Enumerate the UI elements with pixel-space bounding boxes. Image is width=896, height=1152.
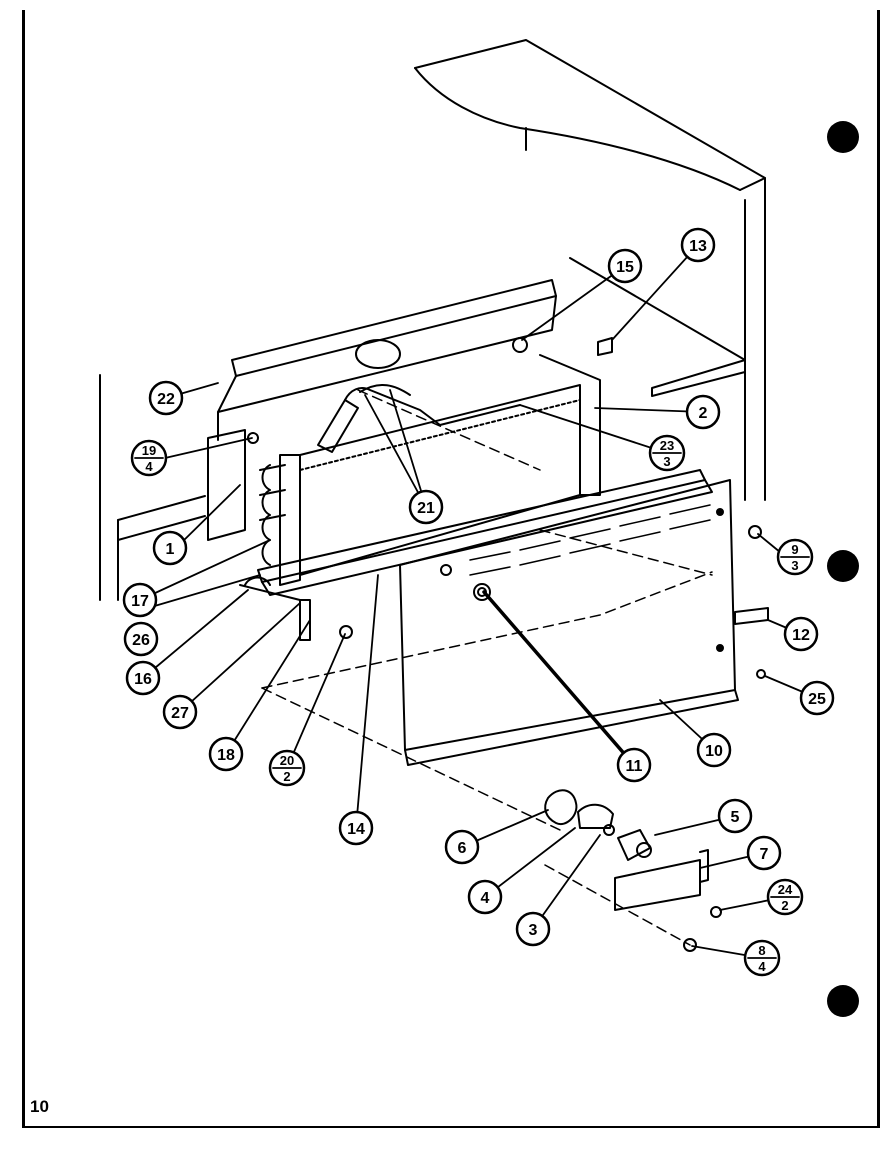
svg-text:21: 21 [417,500,435,517]
svg-text:3: 3 [663,454,670,469]
svg-text:1: 1 [166,541,175,558]
left-brackets [239,432,353,641]
callout-13: 13 [680,227,716,263]
callout-22: 22 [148,380,184,416]
svg-text:11: 11 [626,758,643,775]
svg-text:13: 13 [689,238,707,255]
callout-10: 10 [696,732,732,768]
callout-5: 5 [717,798,753,834]
page-number: 10 [30,1097,49,1116]
svg-text:2: 2 [781,898,788,913]
drain-trough [244,469,713,596]
svg-text:12: 12 [792,627,810,644]
callout-18: 18 [208,736,244,772]
front-panel [399,479,739,766]
callout-7: 7 [746,835,782,871]
svg-text:24: 24 [778,882,793,897]
svg-text:8: 8 [758,943,765,958]
callout-21: 21 [408,489,444,525]
svg-text:2: 2 [699,405,708,422]
svg-text:23: 23 [660,438,674,453]
callout-6: 6 [444,829,480,865]
svg-text:4: 4 [145,459,153,474]
svg-text:20: 20 [280,753,294,768]
callout-25: 25 [799,680,835,716]
callout-15: 15 [607,248,643,284]
svg-text:4: 4 [481,890,490,907]
svg-text:4: 4 [758,959,766,974]
svg-text:2: 2 [283,769,290,784]
svg-text:19: 19 [142,443,156,458]
callout-17: 17 [122,582,158,618]
svg-text:9: 9 [791,542,798,557]
svg-text:5: 5 [731,809,740,826]
callout-27: 27 [162,694,198,730]
fraction-callout-24-2: 24 2 [766,878,804,916]
svg-text:3: 3 [791,558,798,573]
svg-text:22: 22 [157,391,175,408]
callout-14: 14 [338,810,374,846]
fan-motor-assembly [544,789,722,952]
evaporator-cover-panel [217,279,557,441]
svg-text:10: 10 [705,743,723,760]
callout-12: 12 [783,616,819,652]
callout-1: 1 [152,530,188,566]
svg-text:14: 14 [347,821,365,838]
assembly-lines [261,389,713,946]
svg-text:17: 17 [131,593,149,610]
fraction-callout-8-4: 8 4 [743,939,781,977]
side-bracket [734,607,769,625]
callout-2: 2 [685,394,721,430]
callout-26: 26 [123,621,159,657]
callout-16: 16 [125,660,161,696]
callout-11: 11 [616,747,652,783]
svg-text:25: 25 [808,691,826,708]
callout-4: 4 [467,879,503,915]
accumulator-tube [317,384,521,453]
evaporator-coil [207,354,601,586]
callout-3: 3 [515,911,551,947]
binder-holes [827,121,859,1017]
fraction-callout-23-3: 23 3 [648,434,686,472]
small-hardware [512,337,766,679]
fraction-callout-19-4: 19 4 [130,439,168,477]
svg-text:15: 15 [616,259,634,276]
svg-text:3: 3 [529,922,538,939]
fraction-callout-9-3: 9 3 [776,538,814,576]
svg-text:16: 16 [134,671,152,688]
svg-text:26: 26 [132,632,150,649]
svg-text:7: 7 [760,846,769,863]
fraction-callout-20-2: 20 2 [268,749,306,787]
cabinet-outline [99,39,766,601]
svg-text:18: 18 [217,747,235,764]
page-frame [22,10,880,1128]
svg-text:6: 6 [458,840,467,857]
svg-text:27: 27 [171,705,189,722]
